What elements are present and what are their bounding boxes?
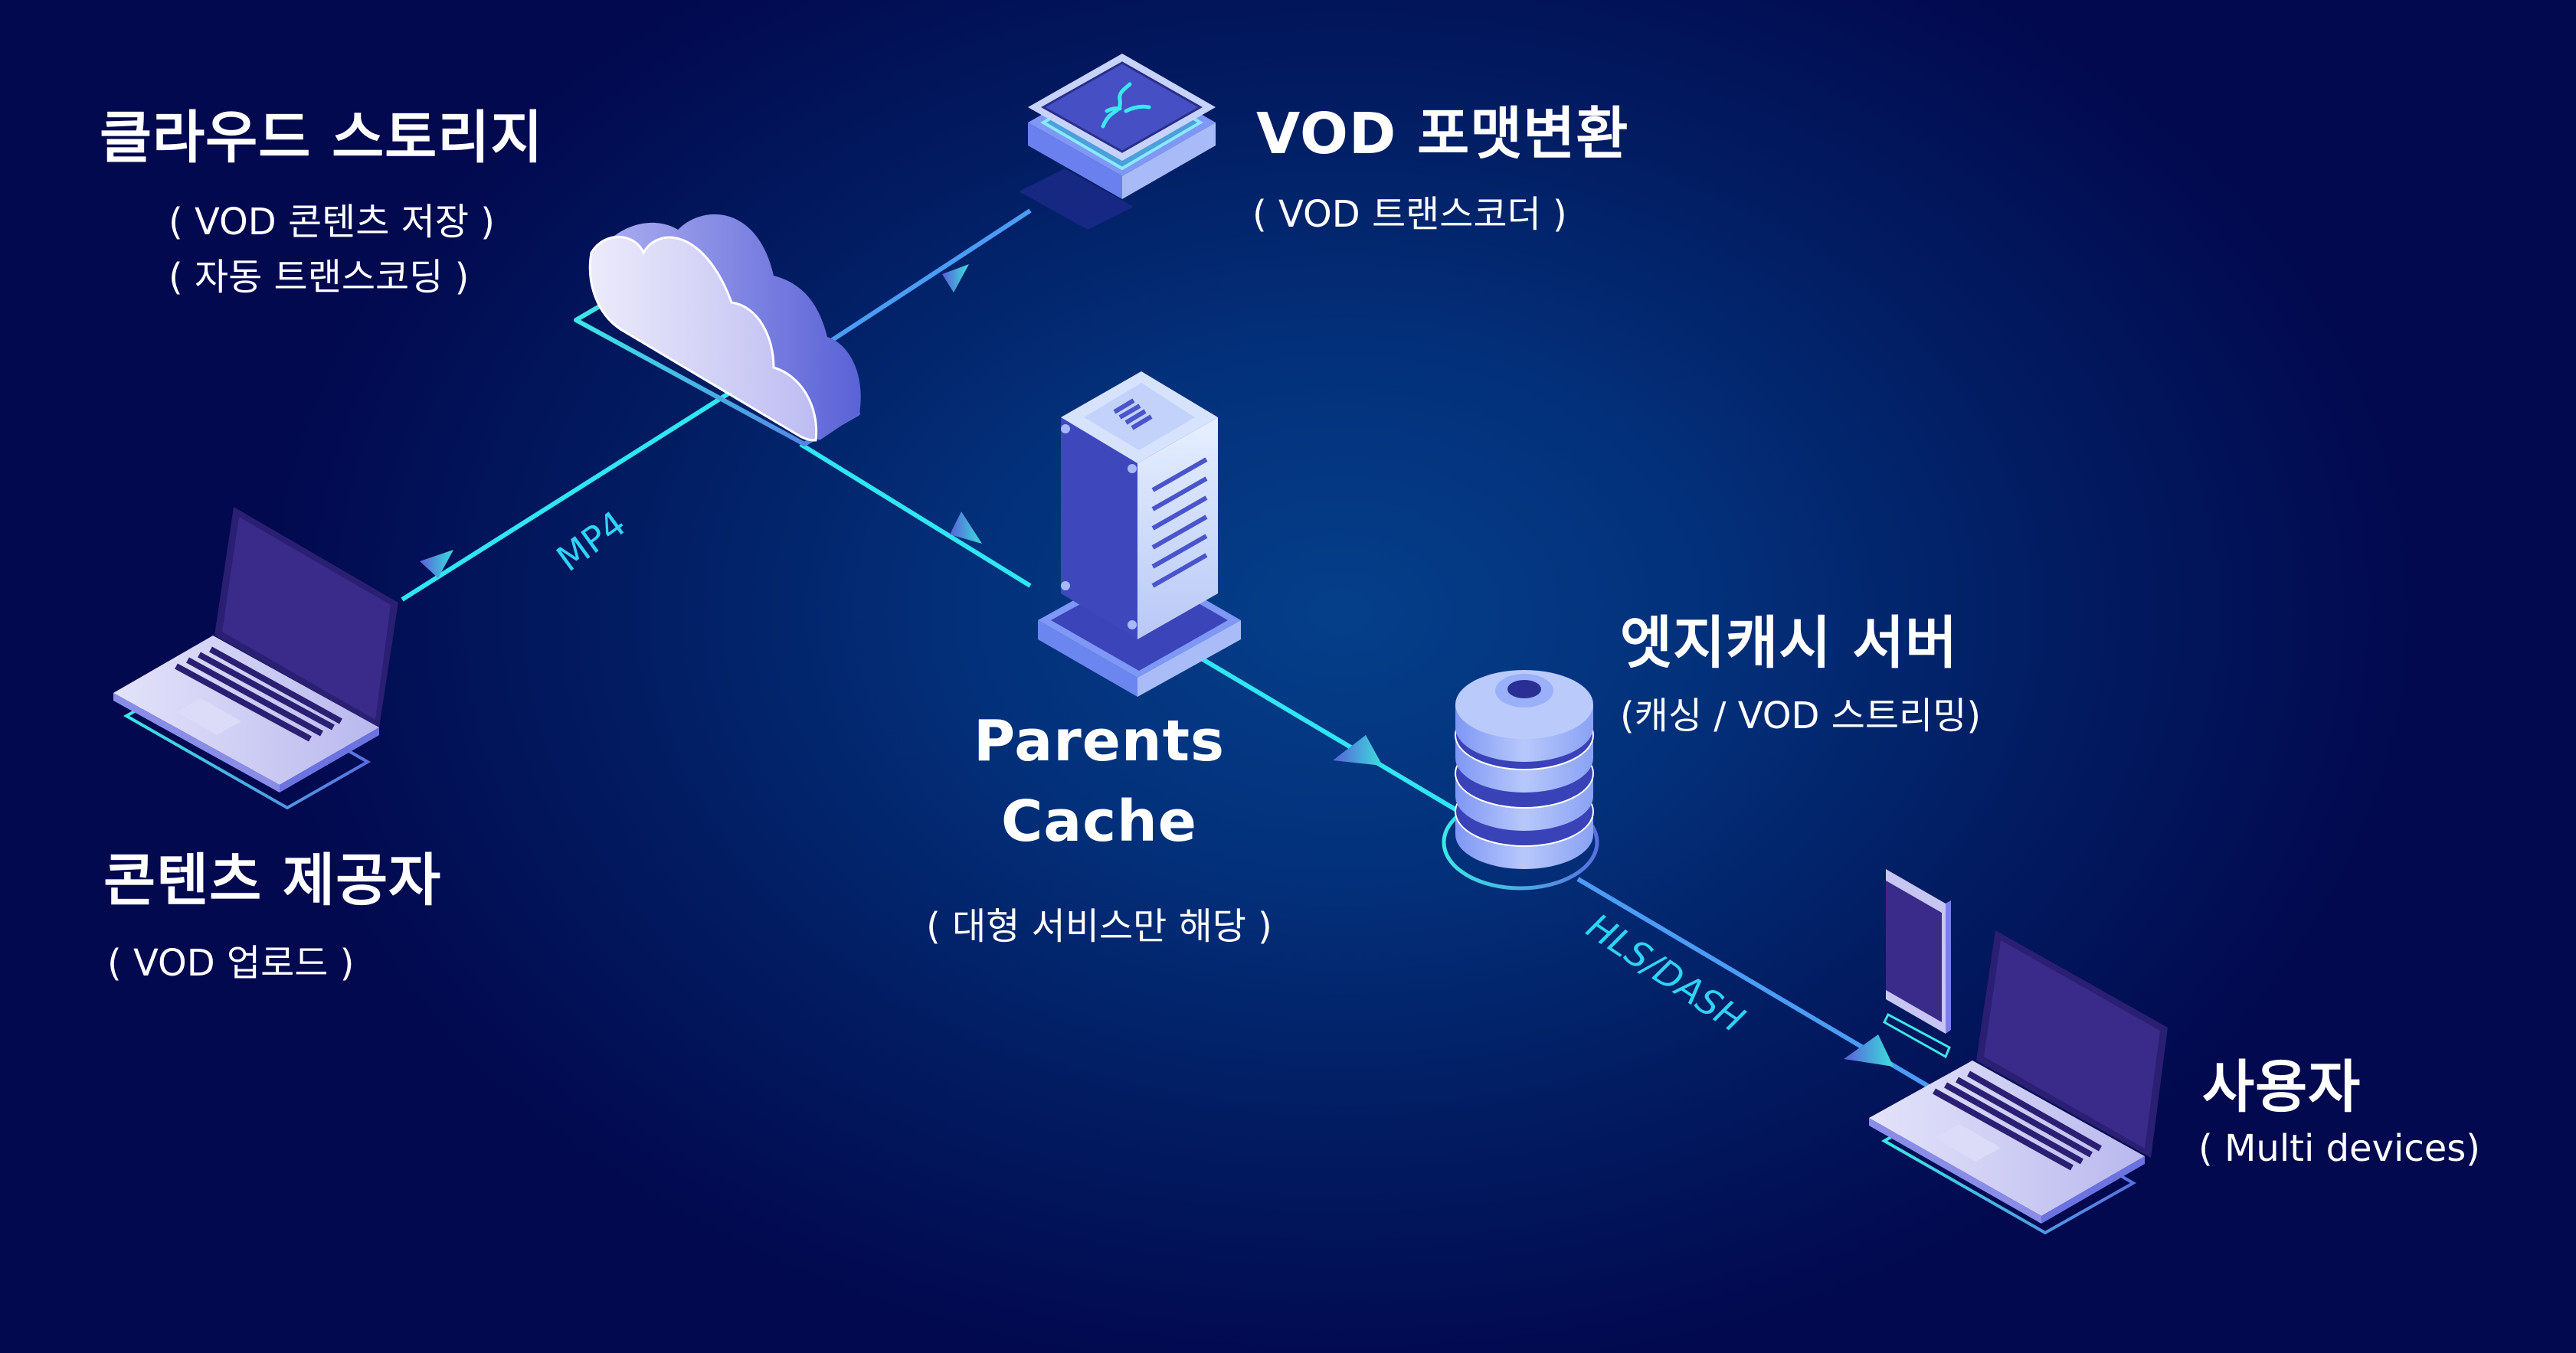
connector-cloud-to-transcoder (830, 208, 1032, 343)
laptop-icon[interactable] (113, 507, 398, 810)
node-subtitle-edge-cache: (캐싱 / VOD 스트리밍) (1620, 694, 1982, 737)
node-subtitle-content-provider: ( VOD 업로드 ) (107, 942, 355, 985)
arrow-head-icon (942, 264, 969, 292)
node-subtitle-cloud-storage-1: ( VOD 콘텐츠 저장 ) (169, 201, 496, 243)
node-subtitle-cloud-storage-2: ( 자동 트랜스코딩 ) (169, 256, 470, 299)
node-subtitle-parents-cache: ( 대형 서비스만 해당 ) (926, 905, 1272, 948)
transcoder-chip-icon[interactable] (1019, 54, 1216, 230)
arrow-head-icon (1844, 1034, 1894, 1067)
connector-label-mp4: MP4 (549, 502, 633, 580)
arrow-head-icon (1333, 735, 1383, 766)
arrow-head-icon (950, 511, 982, 544)
connector-provider-to-cloud (401, 368, 768, 602)
node-subtitle-vod-transcoder: ( VOD 트랜스코더 ) (1252, 193, 1567, 236)
node-subtitle-users: ( Multi devices) (2198, 1127, 2480, 1170)
arrow-head-icon (420, 550, 453, 578)
node-title-users: 사용자 (2202, 1054, 2362, 1120)
server-tower-icon[interactable] (1038, 371, 1241, 697)
connector-cloud-to-parent (799, 442, 1032, 588)
cloud-icon[interactable] (574, 214, 861, 446)
laptop-and-phone-icon[interactable] (1869, 869, 2168, 1235)
node-title-content-provider: 콘텐츠 제공자 (103, 848, 442, 913)
node-title-parents-cache-1: Parents (974, 708, 1225, 774)
database-stack-icon[interactable] (1442, 670, 1599, 891)
node-title-edge-cache: 엣지캐시 서버 (1620, 610, 1959, 676)
node-title-vod-transcoder: VOD 포맷변환 (1256, 101, 1629, 167)
connector-label-hls-dash: HLS/DASH (1579, 905, 1753, 1041)
node-title-parents-cache-2: Cache (1001, 789, 1197, 855)
node-title-cloud-storage: 클라우드 스토리지 (100, 105, 544, 171)
connector-parent-to-edge (1197, 655, 1461, 814)
